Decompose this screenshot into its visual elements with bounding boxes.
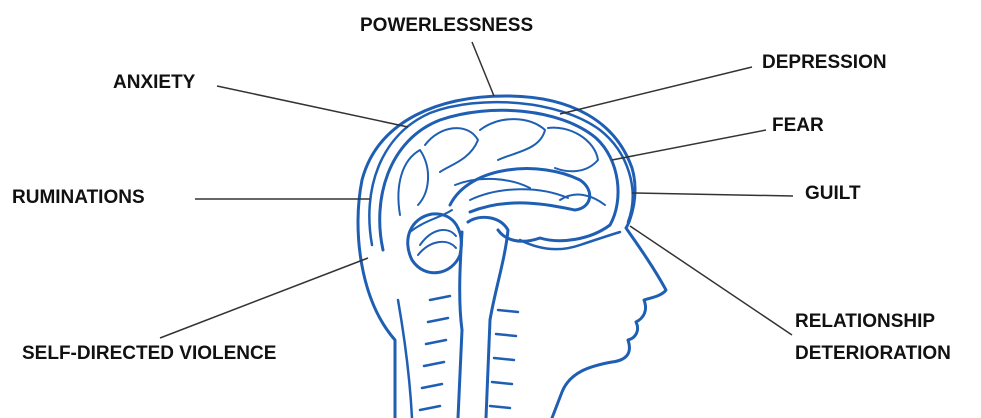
leader-relationship-deterioration: [630, 226, 792, 335]
neck-back: [398, 300, 412, 418]
leader-lines: [160, 42, 793, 338]
leader-self-directed-violence: [160, 258, 368, 338]
label-ruminations: RUMINATIONS: [12, 187, 145, 209]
vertebrae: [420, 296, 518, 410]
label-powerlessness: POWERLESSNESS: [360, 15, 533, 37]
label-depression: DEPRESSION: [762, 52, 887, 74]
corpus-callosum: [450, 169, 590, 212]
label-anxiety: ANXIETY: [113, 72, 195, 94]
leader-fear: [612, 130, 766, 160]
label-relationship: RELATIONSHIP: [795, 311, 935, 333]
leader-powerlessness: [472, 42, 494, 96]
leader-depression: [560, 67, 752, 114]
label-self-directed-violence: SELF-DIRECTED VIOLENCE: [22, 343, 276, 365]
leader-anxiety: [217, 86, 408, 127]
label-guilt: GUILT: [805, 183, 861, 205]
label-deterioration: DETERIORATION: [795, 343, 951, 365]
label-fear: FEAR: [772, 115, 824, 137]
leader-guilt: [632, 193, 793, 196]
spinal-cord: [458, 330, 462, 418]
